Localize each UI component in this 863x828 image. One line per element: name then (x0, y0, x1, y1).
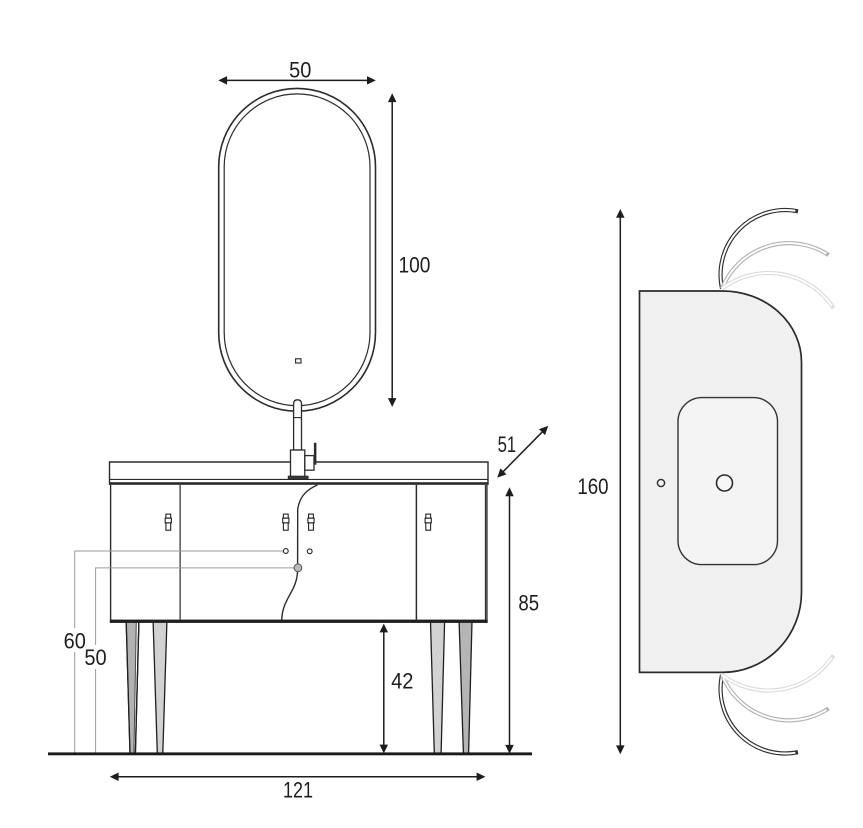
svg-text:160: 160 (577, 474, 608, 499)
svg-text:51: 51 (498, 432, 517, 457)
svg-text:50: 50 (289, 58, 311, 83)
svg-text:85: 85 (518, 591, 539, 616)
svg-text:50: 50 (84, 645, 106, 670)
svg-text:60: 60 (64, 628, 86, 653)
svg-text:42: 42 (391, 668, 413, 693)
svg-text:121: 121 (283, 777, 313, 802)
svg-text:100: 100 (399, 252, 431, 277)
